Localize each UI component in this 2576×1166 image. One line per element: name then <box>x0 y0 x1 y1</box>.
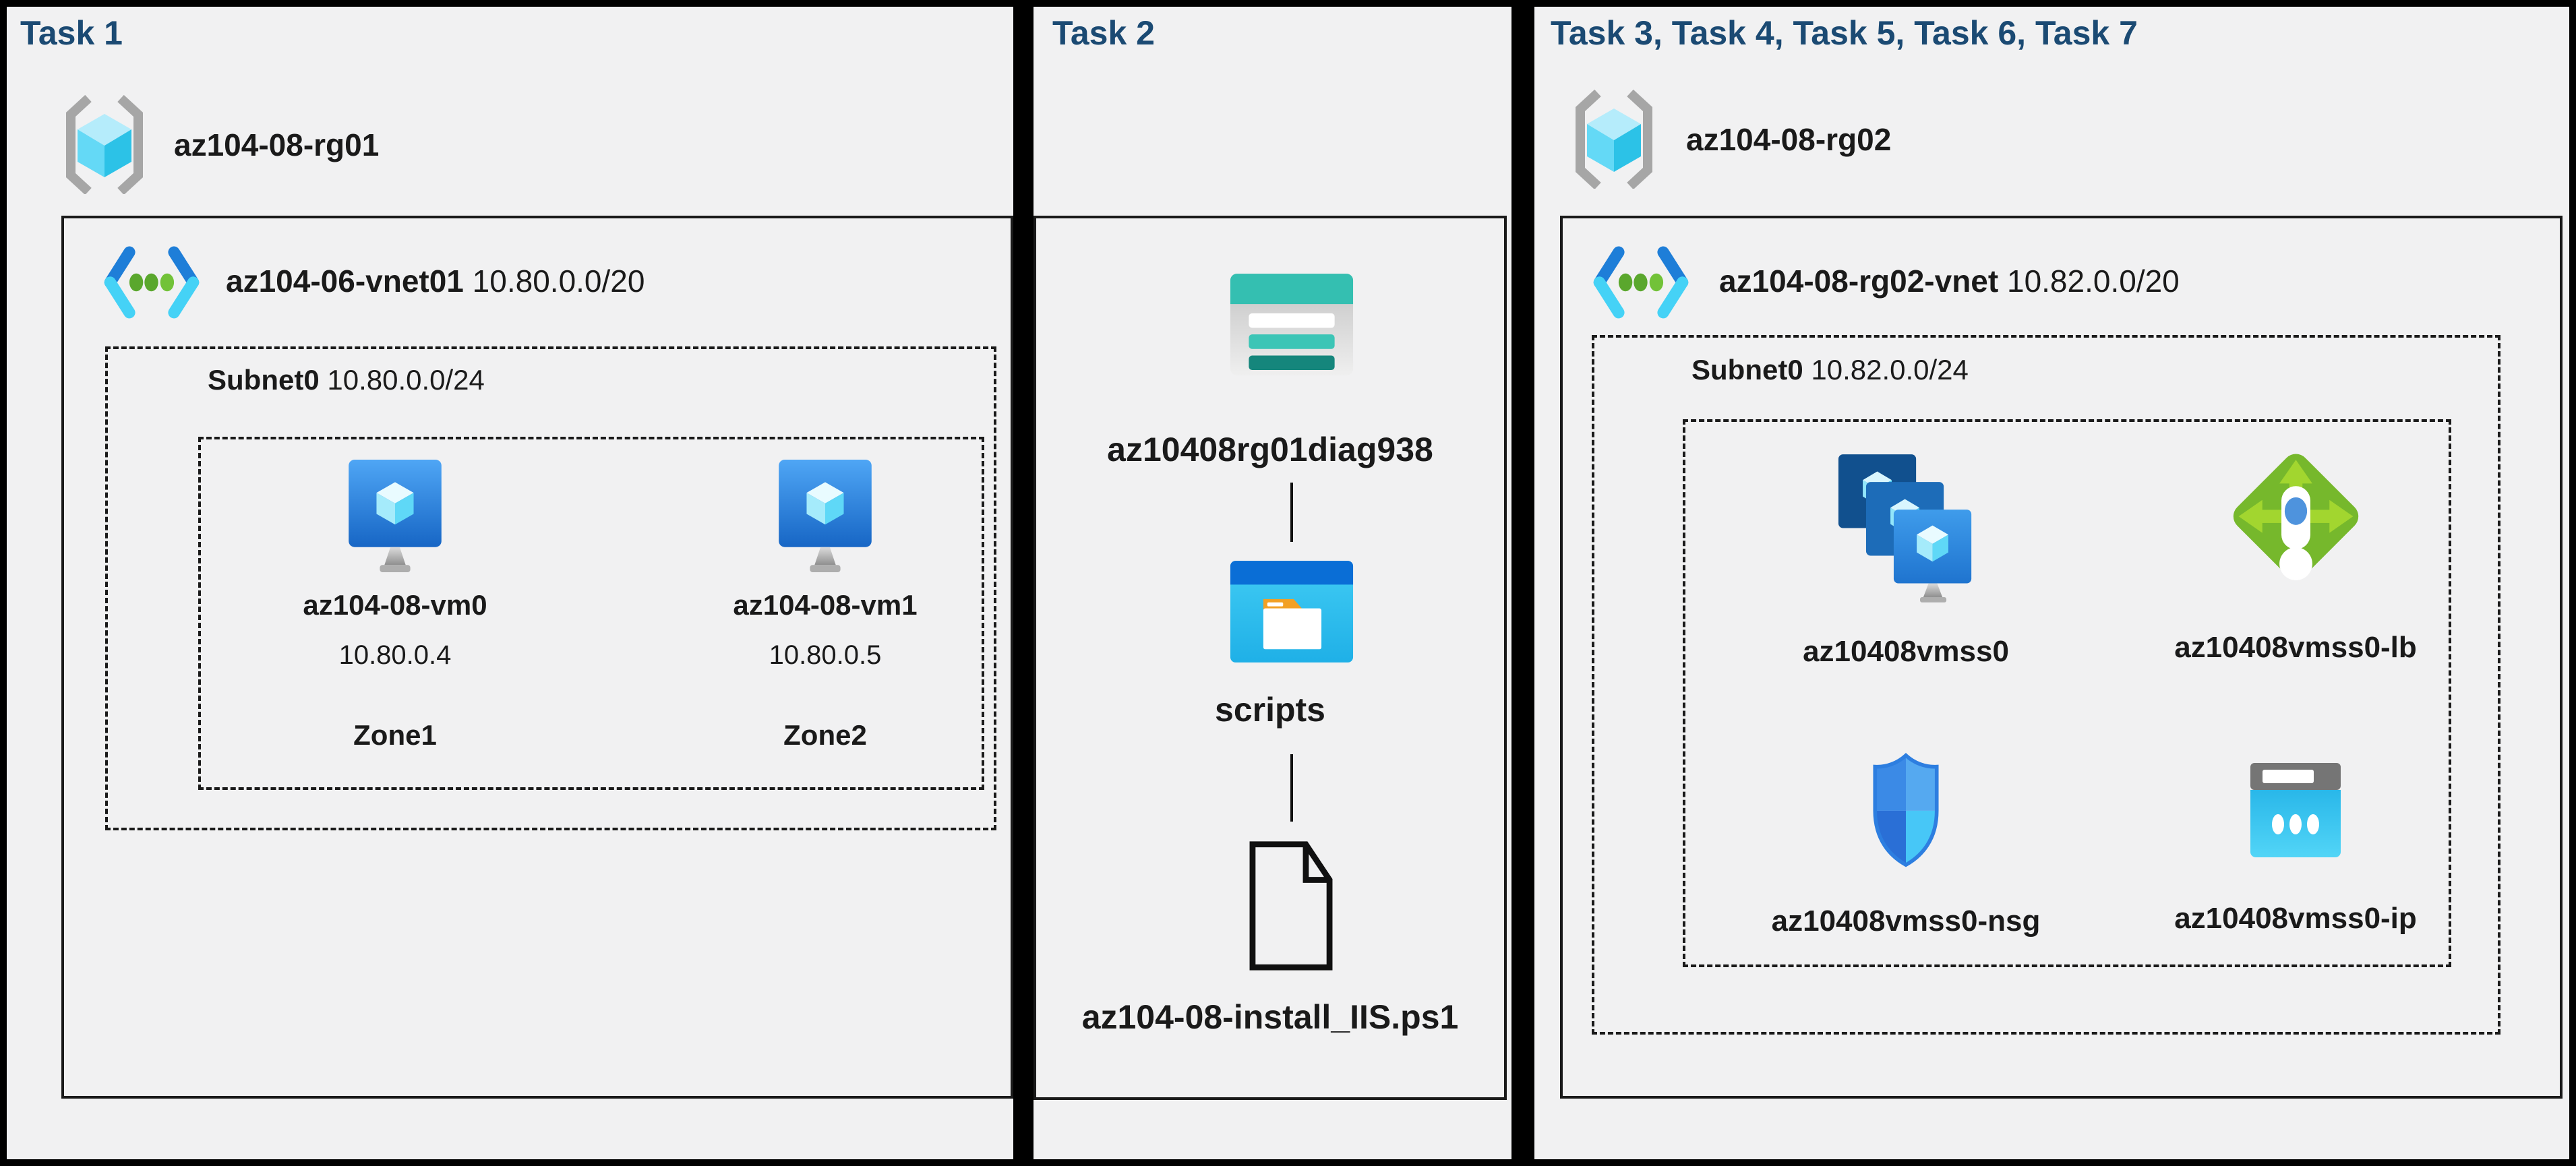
resource-name: az10408vmss0-lb <box>2174 631 2417 664</box>
subnet-box: Subnet0 10.82.0.0/24 <box>1592 335 2500 1035</box>
subnet-label: Subnet0 10.82.0.0/24 <box>1691 354 1969 386</box>
connector-line <box>1290 754 1293 822</box>
resource-name: az10408vmss0-nsg <box>1771 904 2041 938</box>
file-icon <box>1247 838 1336 977</box>
storage-box: az10408rg01diag938 scripts az <box>1034 216 1507 1100</box>
panel-task1-title: Task 1 <box>20 14 123 52</box>
vm-zone: Zone2 <box>783 719 867 751</box>
virtual-network-icon <box>102 245 202 326</box>
vnet-cidr: 10.80.0.0/20 <box>472 264 645 299</box>
resource-group-name: az104-08-rg02 <box>1686 122 1892 157</box>
vnet-box: az104-08-rg02-vnet 10.82.0.0/20 Subnet0 … <box>1560 216 2563 1099</box>
vm-item: az104-08-vm1 10.80.0.5 Zone2 <box>690 439 960 793</box>
vnet-name: az104-06-vnet01 <box>226 264 464 299</box>
vnet-label: az104-06-vnet01 10.80.0.0/20 <box>226 263 645 299</box>
network-security-group-icon <box>1859 749 1953 874</box>
connector-line <box>1290 483 1293 542</box>
resource-name: az10408vmss0-ip <box>2174 902 2417 935</box>
vm-ip: 10.80.0.5 <box>769 640 882 670</box>
panel-task1: Task 1 az104-08-rg01 <box>7 7 1013 1159</box>
zone-box: az104-08-vm0 10.80.0.4 Zone1 <box>198 437 984 790</box>
panel-task3-7-title: Task 3, Task 4, Task 5, Task 6, Task 7 <box>1551 14 2138 52</box>
storage-account-name: az10408rg01diag938 <box>1107 431 1433 468</box>
subnet-label: Subnet0 10.80.0.0/24 <box>208 364 485 396</box>
resource-group-icon <box>57 94 152 197</box>
subnet-box: Subnet0 10.80.0.0/24 <box>105 346 996 830</box>
panel-task3-7: Task 3, Task 4, Task 5, Task 6, Task 7 a… <box>1534 7 2569 1159</box>
vnet-box: az104-06-vnet01 10.80.0.0/20 Subnet0 10.… <box>61 216 1013 1099</box>
subnet-cidr: 10.80.0.0/24 <box>327 364 485 396</box>
virtual-machine-icon <box>345 458 446 578</box>
resource-name: az10408vmss0 <box>1803 635 2009 668</box>
vm-item: az104-08-vm0 10.80.0.4 Zone1 <box>260 439 530 793</box>
panel-task2-title: Task 2 <box>1052 14 1155 52</box>
script-file-name: az104-08-install_IIS.ps1 <box>1081 998 1459 1036</box>
subnet-name: Subnet0 <box>208 364 320 396</box>
subnet-name: Subnet0 <box>1691 354 1803 386</box>
virtual-machine-icon <box>775 458 876 578</box>
resource-group-name: az104-08-rg01 <box>174 127 380 162</box>
container-name: scripts <box>1215 691 1325 729</box>
virtual-network-icon <box>1591 245 1691 326</box>
panel-task2: Task 2 az10408rg01diag938 <box>1034 7 1511 1159</box>
vm-ip: 10.80.0.4 <box>338 640 452 670</box>
resources-box: az10408vmss0 <box>1683 419 2451 967</box>
blob-container-icon <box>1229 559 1354 667</box>
vm-scale-set-icon <box>1837 453 1975 606</box>
public-ip-icon <box>2245 760 2346 865</box>
vm-zone: Zone1 <box>353 719 437 751</box>
vm-name: az104-08-vm1 <box>733 589 918 621</box>
vm-name: az104-08-vm0 <box>303 589 487 621</box>
vnet-cidr: 10.82.0.0/20 <box>2006 264 2180 299</box>
load-balancer-icon <box>2227 449 2365 597</box>
vnet-name: az104-08-rg02-vnet <box>1719 264 1999 299</box>
subnet-cidr: 10.82.0.0/24 <box>1811 354 1969 386</box>
vnet-label: az104-08-rg02-vnet 10.82.0.0/20 <box>1719 263 2180 299</box>
storage-account-icon <box>1229 272 1354 380</box>
resource-group-icon <box>1567 89 1661 192</box>
